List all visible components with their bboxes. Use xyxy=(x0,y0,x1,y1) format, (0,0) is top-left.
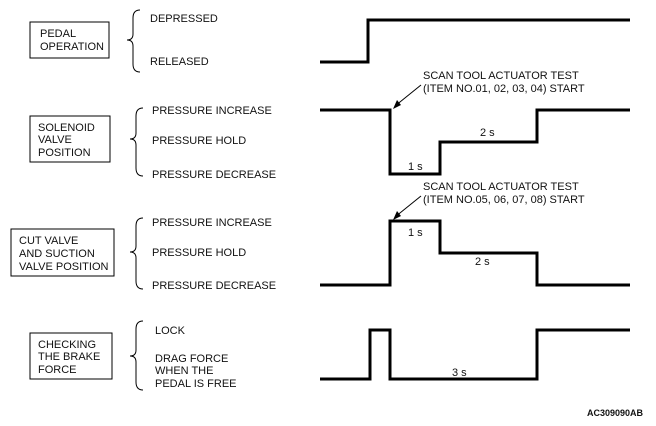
brake-level-lock: LOCK xyxy=(155,325,186,337)
cut-valve-arrowhead-icon xyxy=(393,211,401,220)
cut-valve-waveform xyxy=(320,219,630,287)
cut-valve-box-line-3: VALVE POSITION xyxy=(19,261,109,273)
solenoid-waveform xyxy=(320,108,630,176)
brake-box-line-2: THE BRAKE xyxy=(38,351,100,363)
cut-valve-duration-1s: 1 s xyxy=(408,227,423,239)
cut-valve-level-hold: PRESSURE HOLD xyxy=(152,247,246,259)
solenoid-duration-2s: 2 s xyxy=(480,127,495,139)
pedal-box-line-2: OPERATION xyxy=(40,41,104,53)
figure-code: AC309090AB xyxy=(587,408,644,418)
solenoid-box-line-1: SOLENOID xyxy=(38,122,95,134)
brake-level-drag-2: WHEN THE xyxy=(155,365,213,377)
solenoid-valve-box xyxy=(29,115,111,163)
cut-valve-annotation-line-2: (ITEM NO.05, 06, 07, 08) START xyxy=(423,194,585,206)
cut-valve-brace xyxy=(129,217,144,290)
cut-valve-duration-2s: 2 s xyxy=(475,256,490,268)
pedal-level-depressed: DEPRESSED xyxy=(150,13,218,25)
pedal-brace xyxy=(126,9,141,73)
row-brake-force: CHECKING THE BRAKE FORCE LOCK DRAG FORCE… xyxy=(29,320,630,391)
brake-level-drag-1: DRAG FORCE xyxy=(155,353,228,365)
solenoid-level-increase: PRESSURE INCREASE xyxy=(152,105,272,117)
cut-valve-level-increase: PRESSURE INCREASE xyxy=(152,217,272,229)
cut-valve-box xyxy=(10,228,115,277)
solenoid-annotation-line-1: SCAN TOOL ACTUATOR TEST xyxy=(423,70,579,82)
cut-valve-arrow-line xyxy=(394,195,422,218)
solenoid-brace xyxy=(129,107,144,177)
row-pedal-operation: PEDAL OPERATION DEPRESSED RELEASED xyxy=(29,9,630,73)
solenoid-box-line-2: VALVE xyxy=(38,134,72,146)
brake-brace xyxy=(129,320,144,391)
cut-valve-level-decrease: PRESSURE DECREASE xyxy=(152,280,276,292)
solenoid-arrowhead-icon xyxy=(393,100,401,109)
brake-duration-3s: 3 s xyxy=(452,367,467,379)
row-solenoid-valve: SOLENOID VALVE POSITION PRESSURE INCREAS… xyxy=(29,70,630,181)
row-cut-valve: CUT VALVE AND SUCTION VALVE POSITION PRE… xyxy=(10,181,630,292)
pedal-level-released: RELEASED xyxy=(150,56,209,68)
cut-valve-box-line-2: AND SUCTION xyxy=(19,248,95,260)
brake-box-line-1: CHECKING xyxy=(38,339,96,351)
solenoid-level-hold: PRESSURE HOLD xyxy=(152,135,246,147)
pedal-box-line-1: PEDAL xyxy=(40,28,76,40)
brake-waveform xyxy=(320,328,630,381)
solenoid-annotation-line-2: (ITEM NO.01, 02, 03, 04) START xyxy=(423,83,585,95)
solenoid-level-decrease: PRESSURE DECREASE xyxy=(152,169,276,181)
pedal-operation-box xyxy=(29,21,110,59)
cut-valve-annotation-line-1: SCAN TOOL ACTUATOR TEST xyxy=(423,181,579,193)
brake-box-line-3: FORCE xyxy=(38,364,77,376)
solenoid-box-line-3: POSITION xyxy=(38,147,91,159)
brake-level-drag-3: PEDAL IS FREE xyxy=(155,378,237,390)
solenoid-arrow-line xyxy=(394,84,422,107)
cut-valve-box-line-1: CUT VALVE xyxy=(19,235,78,247)
brake-force-box xyxy=(29,332,113,380)
solenoid-duration-1s: 1 s xyxy=(408,161,423,173)
pedal-waveform xyxy=(320,18,630,64)
